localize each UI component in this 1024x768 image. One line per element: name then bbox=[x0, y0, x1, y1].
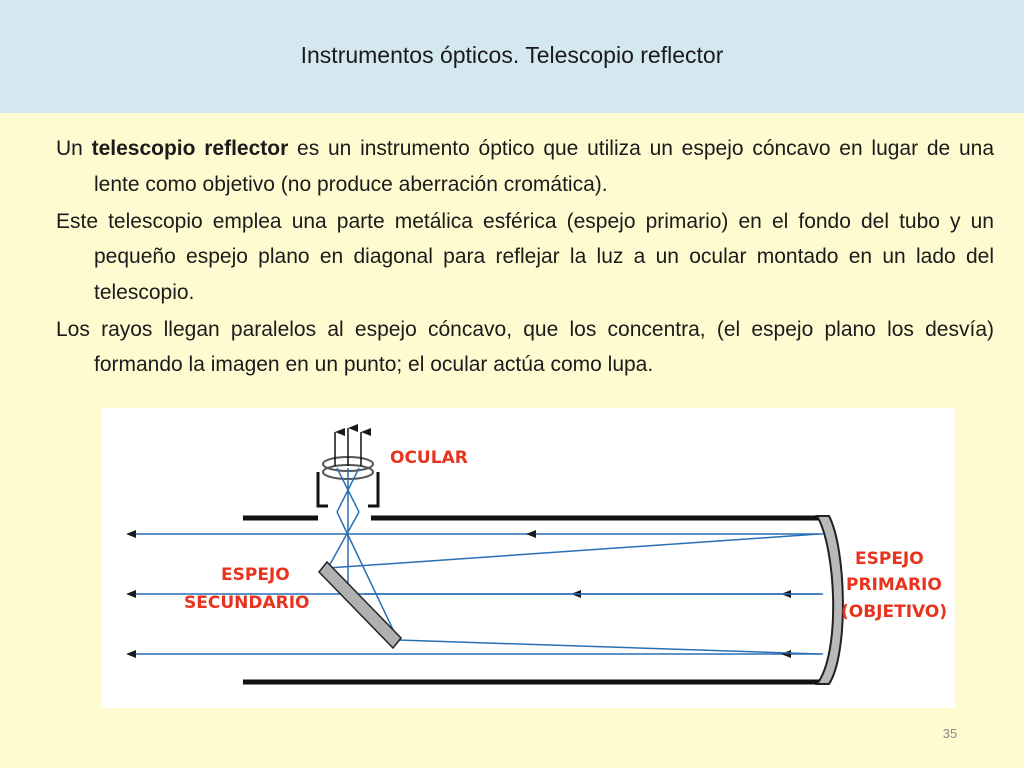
ray-arrow bbox=[526, 530, 536, 538]
label-secondary-line2: SECUNDARIO bbox=[184, 593, 310, 613]
reflected-ray-lower bbox=[397, 639, 820, 655]
primary-mirror bbox=[814, 515, 844, 685]
label-primary-line1: ESPEJO bbox=[855, 549, 924, 569]
page-number: 35 bbox=[942, 726, 958, 741]
reflected-rays bbox=[327, 533, 820, 655]
reflected-ray-upper bbox=[327, 533, 820, 569]
title-bar: Instrumentos ópticos. Telescopio reflect… bbox=[0, 0, 1024, 113]
output-rays bbox=[334, 424, 371, 466]
telescope-tube bbox=[243, 515, 821, 685]
paragraph-construction: Este telescopio emplea una parte metálic… bbox=[56, 209, 994, 304]
eyepiece-holder bbox=[316, 472, 380, 508]
ray-arrow bbox=[781, 650, 791, 658]
label-ocular: OCULAR bbox=[390, 448, 468, 468]
label-primary-line3: (OBJETIVO) bbox=[841, 602, 947, 622]
eyepiece-rays bbox=[327, 467, 399, 641]
label-secondary-line1: ESPEJO bbox=[221, 565, 290, 585]
paragraph-rays: Los rayos llegan paralelos al espejo cón… bbox=[56, 317, 994, 377]
secondary-mirror bbox=[318, 560, 402, 650]
telescope-diagram: OCULAR ESPEJO SECUNDARIO ESPEJO PRIMARIO… bbox=[101, 408, 955, 708]
telescope-diagram-svg: OCULAR ESPEJO SECUNDARIO ESPEJO PRIMARIO… bbox=[126, 424, 947, 685]
paragraph-rest: es un instrumento óptico que utiliza un … bbox=[94, 137, 994, 196]
term-telescopio-reflector: telescopio reflector bbox=[91, 137, 289, 160]
slide-body: Un telescopio reflector es un instrument… bbox=[56, 131, 994, 384]
eyepiece-ray bbox=[336, 511, 399, 641]
eyepiece-ray bbox=[327, 511, 360, 569]
slide-title: Instrumentos ópticos. Telescopio reflect… bbox=[300, 42, 724, 68]
paragraph-definition: Un telescopio reflector es un instrument… bbox=[56, 131, 994, 202]
label-primary-line2: PRIMARIO bbox=[846, 575, 942, 595]
paragraph-lead: Un bbox=[56, 137, 92, 160]
